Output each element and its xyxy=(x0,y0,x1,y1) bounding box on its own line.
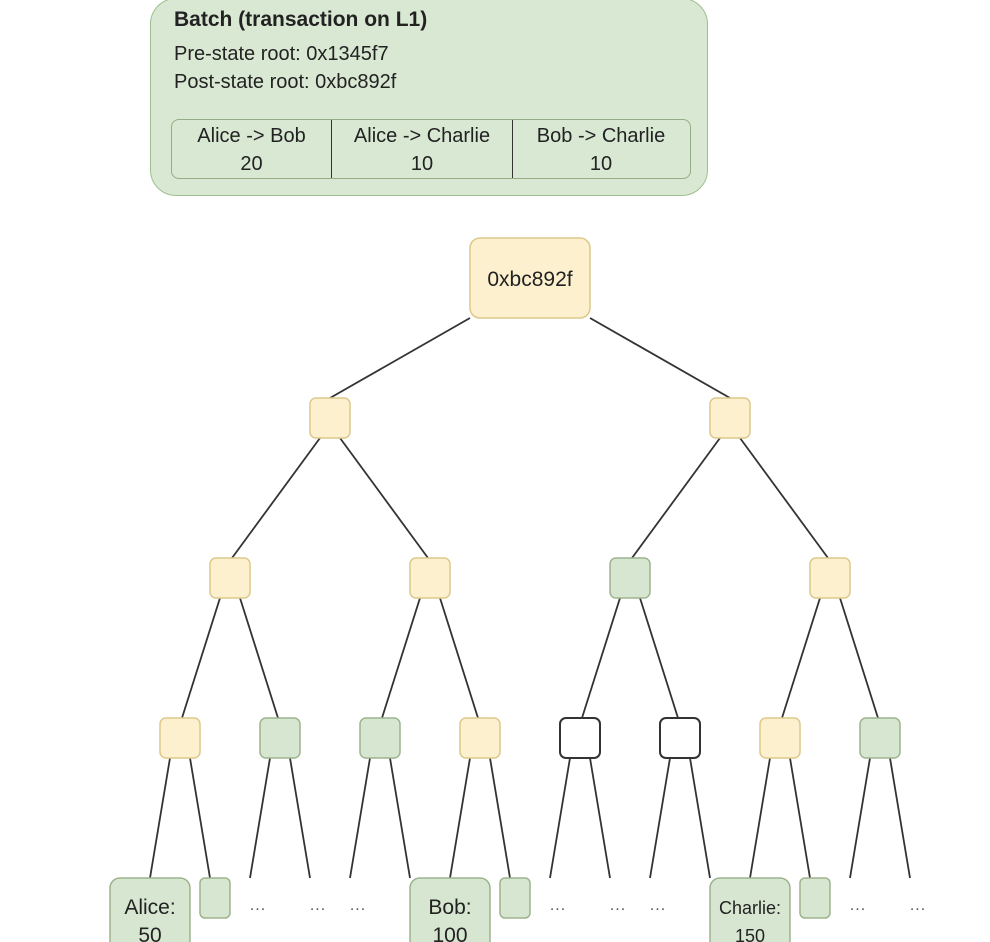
account-name: Bob: xyxy=(428,896,471,919)
edge xyxy=(181,597,221,719)
ellipsis-leaf: ... xyxy=(550,897,566,914)
ellipsis-leaf: ... xyxy=(350,897,366,914)
ellipsis-leaf: ... xyxy=(650,897,666,914)
account-balance: 50 xyxy=(138,924,161,942)
level3-node xyxy=(559,717,601,759)
level2-node xyxy=(809,557,851,599)
level3-node xyxy=(759,717,801,759)
transaction-route: Alice -> Charlie xyxy=(353,125,491,147)
account-balance: 100 xyxy=(432,924,467,942)
ellipsis-leaf: ... xyxy=(610,897,626,914)
leaf-edge xyxy=(289,757,311,879)
level3-node xyxy=(259,717,301,759)
root-node xyxy=(469,237,591,319)
level3-node xyxy=(359,717,401,759)
leaf-edge xyxy=(849,757,871,879)
leaf-edge xyxy=(349,757,371,879)
level2-node xyxy=(609,557,651,599)
batch-container: Batch (transaction on L1) Pre-state root… xyxy=(150,0,708,196)
transaction-amount: 10 xyxy=(589,153,613,175)
transaction-cell: Bob -> Charlie 10 xyxy=(512,120,689,178)
account-name: Alice: xyxy=(124,896,175,919)
leaf-edge xyxy=(189,757,211,879)
transaction-route: Alice -> Bob xyxy=(197,125,306,147)
ellipsis-leaf: ... xyxy=(850,897,866,914)
edge xyxy=(589,317,731,399)
transaction-route: Bob -> Charlie xyxy=(536,125,666,147)
level3-node xyxy=(159,717,201,759)
edge xyxy=(329,317,471,399)
leaf-edge xyxy=(889,757,911,879)
account-name: Charlie: xyxy=(719,898,781,918)
transaction-cell: Alice -> Bob 20 xyxy=(172,120,331,178)
edge xyxy=(781,597,821,719)
level1-node xyxy=(709,397,751,439)
level3-node xyxy=(459,717,501,759)
empty-leaf xyxy=(499,877,531,919)
edge xyxy=(639,597,679,719)
leaf-edge xyxy=(249,757,271,879)
transaction-cell: Alice -> Charlie 10 xyxy=(331,120,512,178)
account-balance: 150 xyxy=(735,926,765,942)
edge xyxy=(339,437,429,559)
batch-title: Batch (transaction on L1) xyxy=(174,8,428,31)
account-leaf xyxy=(409,877,491,942)
level2-node xyxy=(409,557,451,599)
empty-leaf xyxy=(799,877,831,919)
leaf-edge xyxy=(549,757,571,879)
edge xyxy=(381,597,421,719)
leaf-edge xyxy=(589,757,611,879)
level3-node xyxy=(659,717,701,759)
edge xyxy=(631,437,721,559)
account-leaf xyxy=(109,877,191,942)
level3-node xyxy=(859,717,901,759)
ellipsis-leaf: ... xyxy=(310,897,326,914)
leaf-edge xyxy=(749,757,771,879)
leaf-edge xyxy=(389,757,411,879)
transaction-amount: 20 xyxy=(240,153,263,175)
root-hash-label: 0xbc892f xyxy=(487,268,572,291)
edge xyxy=(439,597,479,719)
edge xyxy=(239,597,279,719)
level2-node xyxy=(209,557,251,599)
transaction-amount: 10 xyxy=(410,153,434,175)
leaf-edge xyxy=(449,757,471,879)
leaf-edge xyxy=(489,757,511,879)
ellipsis-leaf: ... xyxy=(250,897,266,914)
pre-state-root: Pre-state root: 0x1345f7 xyxy=(174,43,389,65)
account-leaf xyxy=(709,877,791,942)
post-state-root: Post-state root: 0xbc892f xyxy=(174,71,397,93)
edge xyxy=(231,437,321,559)
empty-leaf xyxy=(199,877,231,919)
edge xyxy=(581,597,621,719)
edge xyxy=(739,437,829,559)
leaf-edge xyxy=(649,757,671,879)
transactions-table: Alice -> Bob 20 Alice -> Charlie 10 Bob … xyxy=(171,119,691,179)
edge xyxy=(839,597,879,719)
leaf-edge xyxy=(689,757,711,879)
tree-edges xyxy=(149,317,911,879)
ellipsis-leaf: ... xyxy=(910,897,926,914)
leaf-edge xyxy=(789,757,811,879)
level1-node xyxy=(309,397,351,439)
leaf-edge xyxy=(149,757,171,879)
